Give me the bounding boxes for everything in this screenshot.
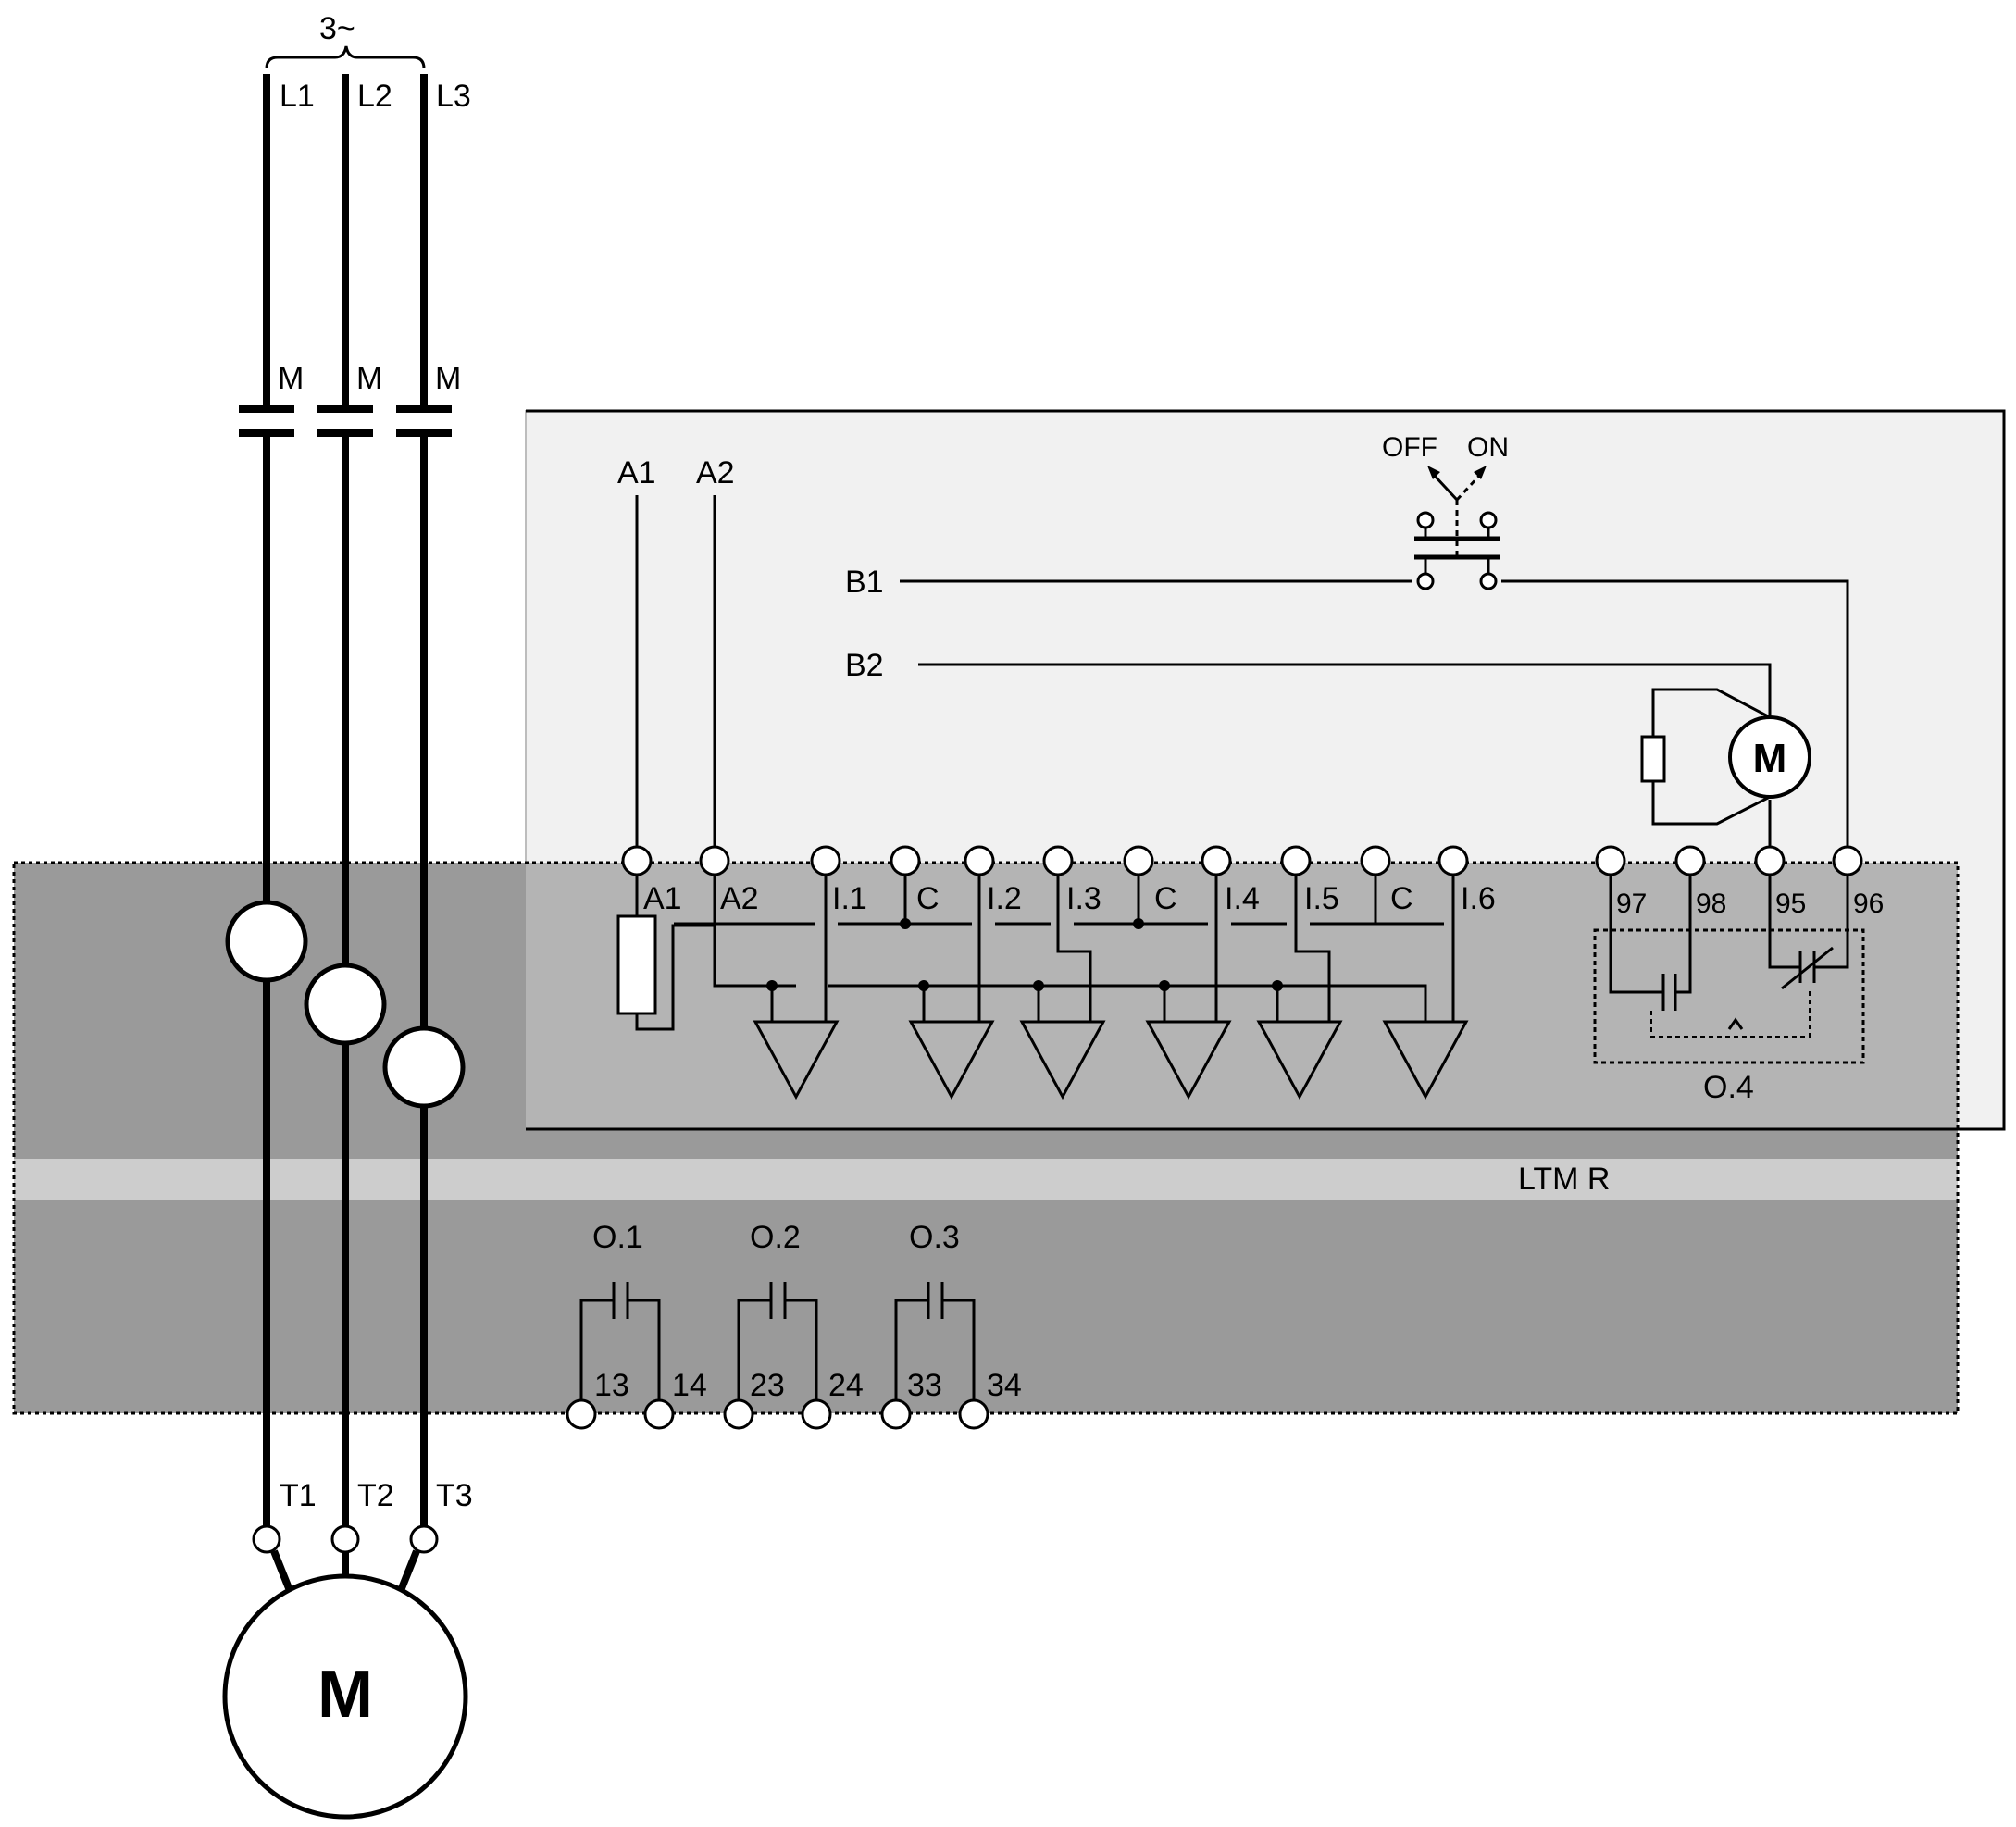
terminal-label-a1: A1 xyxy=(643,881,682,916)
output-label-o1: O.1 xyxy=(592,1220,643,1255)
relay-o4-label: O.4 xyxy=(1703,1070,1754,1105)
output-relay-o1 xyxy=(566,1282,675,1430)
terminal-label-97: 97 xyxy=(1616,889,1647,919)
output-terminal-24: 24 xyxy=(828,1368,864,1403)
terminal-label-i2: I.2 xyxy=(987,881,1022,916)
output-label-o2: O.2 xyxy=(750,1220,801,1255)
switch-on-label: ON xyxy=(1467,432,1509,463)
line-label-l3: L3 xyxy=(436,79,471,114)
control-panel-border xyxy=(526,409,2006,1131)
output-terminal-34: 34 xyxy=(987,1368,1022,1403)
output-relay-o3 xyxy=(880,1282,989,1430)
b1-label: B1 xyxy=(845,565,884,600)
output-terminal-13: 13 xyxy=(594,1368,629,1403)
terminal-label-c1: C xyxy=(916,881,940,916)
motor-terminal-label-t2: T2 xyxy=(357,1478,394,1513)
motor-terminal-label-t3: T3 xyxy=(436,1478,473,1513)
switch-off-label: OFF xyxy=(1382,432,1437,463)
contactor-label-2: M xyxy=(356,361,382,396)
terminal-label-c2: C xyxy=(1154,881,1177,916)
output-terminal-23: 23 xyxy=(750,1368,785,1403)
output-label-o3: O.3 xyxy=(909,1220,960,1255)
a2-label-top: A2 xyxy=(696,455,735,491)
ltm-lower-bg xyxy=(14,1200,1958,1413)
coil-label: M xyxy=(1753,736,1787,781)
motor-terminal-t1 xyxy=(252,1524,281,1554)
phase-label: 3~ xyxy=(319,11,355,46)
unit-label: LTM R xyxy=(1518,1162,1610,1197)
line-label-l2: L2 xyxy=(357,79,392,114)
output-terminal-14: 14 xyxy=(672,1368,707,1403)
terminal-label-98: 98 xyxy=(1696,889,1726,919)
motor-terminal-label-t1: T1 xyxy=(280,1478,317,1513)
terminal-label-a2: A2 xyxy=(720,881,759,916)
terminal-label-95: 95 xyxy=(1775,889,1806,919)
motor-label: M xyxy=(317,1658,373,1732)
b2-wire xyxy=(918,663,1772,847)
terminal-label-i3: I.3 xyxy=(1066,881,1101,916)
terminal-label-i5: I.5 xyxy=(1304,881,1339,916)
motor-terminal-t3 xyxy=(409,1524,439,1554)
terminal-label-c3: C xyxy=(1390,881,1413,916)
on-off-switch xyxy=(1414,466,1500,590)
terminal-label-i6: I.6 xyxy=(1461,881,1496,916)
current-sensor-l2 xyxy=(304,963,387,1046)
relay-o4 xyxy=(1593,875,1865,1064)
ltm-inner-bg xyxy=(526,863,1958,1129)
a1-label-top: A1 xyxy=(617,455,656,491)
terminal-label-96: 96 xyxy=(1853,889,1884,919)
output-relay-o2 xyxy=(723,1282,832,1430)
b2-label: B2 xyxy=(845,648,884,683)
phase-brace xyxy=(265,45,426,69)
current-sensor-l1 xyxy=(225,900,308,983)
contactor-label-3: M xyxy=(435,361,461,396)
contactor-label-1: M xyxy=(278,361,304,396)
terminal-label-i4: I.4 xyxy=(1225,881,1260,916)
input-circuits xyxy=(674,875,1469,1100)
output-terminal-33: 33 xyxy=(907,1368,942,1403)
ltm-label-strip xyxy=(14,1159,1958,1200)
b1-wire xyxy=(900,579,1849,847)
current-sensor-l3 xyxy=(382,1025,466,1109)
motor-terminal-t2 xyxy=(330,1524,360,1554)
contactor-coil xyxy=(1640,688,1811,826)
contactor-contacts xyxy=(239,405,452,437)
line-label-l1: L1 xyxy=(280,79,315,114)
internal-supply-circuit xyxy=(616,875,716,1031)
terminal-label-i1: I.1 xyxy=(832,881,867,916)
a1-a2-supply-wires xyxy=(635,495,716,847)
motor xyxy=(222,1573,468,1820)
